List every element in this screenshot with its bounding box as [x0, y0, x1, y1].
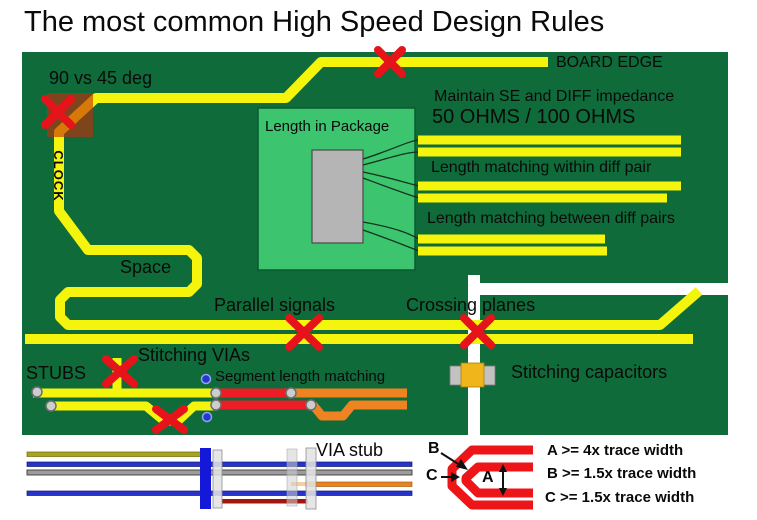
inner-bend-trace	[461, 462, 533, 498]
plane-split-vertical	[468, 275, 480, 435]
length-between-pairs-label: Length matching between diff pairs	[427, 210, 675, 227]
plane-split-horizontal	[468, 283, 728, 295]
stackup-trace-orange	[305, 481, 413, 487]
parallel-signals-label: Parallel signals	[214, 295, 336, 315]
error-x-90deg-corner	[41, 95, 75, 129]
via	[305, 399, 317, 411]
error-x-stub	[102, 355, 138, 388]
stitching-vias-label: Stitching VIAs	[138, 345, 251, 365]
via	[285, 387, 297, 399]
crossing-planes-label: Crossing planes	[406, 295, 536, 315]
bend-label-a: A	[482, 469, 494, 486]
space-label: Space	[120, 257, 172, 277]
via	[45, 400, 57, 412]
via	[210, 387, 222, 399]
via	[31, 386, 43, 398]
bend-label-b: B	[428, 440, 440, 457]
filled-via-blue	[200, 448, 211, 509]
stitching-via	[201, 411, 213, 423]
error-x-board-edge	[374, 46, 406, 78]
error-x-crossing-planes	[460, 314, 495, 349]
pointer-arrow-c	[441, 472, 460, 482]
bond-wire	[362, 221, 420, 240]
impedance-values-label: 50 OHMS / 100 OHMS	[432, 106, 636, 128]
via-barrel-ghost	[286, 448, 298, 507]
stitching-capacitors-label: Stitching capacitors	[511, 362, 668, 382]
capacitor-terminal-right	[482, 365, 496, 386]
via-barrel-2	[305, 447, 317, 510]
stitching-capacitor	[449, 362, 496, 388]
via-barrel-1	[212, 449, 223, 509]
stitching-via	[200, 373, 212, 385]
bond-wires	[362, 139, 420, 252]
slide-title: The most common High Speed Design Rules	[24, 6, 605, 38]
orange-trace-2	[309, 400, 407, 421]
pointer-arrow-b	[440, 452, 468, 470]
diff-pair-traces	[418, 135, 681, 256]
board-edge-label: BOARD EDGE	[556, 54, 663, 71]
stackup-trace-olive	[26, 451, 208, 457]
bond-wire	[362, 177, 420, 199]
bend-rule-a: A >= 4x trace width	[547, 442, 684, 459]
error-x-parallel-signals	[285, 314, 323, 351]
clock-trace	[54, 57, 703, 330]
segment-length-matching-label: Segment length matching	[215, 368, 386, 385]
clock-net-label: CLOCK	[51, 150, 66, 202]
segment-matching-traces	[219, 388, 407, 421]
capacitor-terminal-left	[449, 365, 463, 386]
stubs-label: STUBS	[26, 363, 87, 383]
stitching-vias-dots	[200, 373, 213, 423]
error-x-serpentine	[152, 405, 188, 434]
bond-wire	[362, 171, 420, 187]
length-in-package-label: Length in Package	[265, 118, 390, 135]
capacitor-body	[460, 362, 485, 388]
corner-rule-label: 90 vs 45 deg	[49, 68, 153, 88]
via	[210, 399, 222, 411]
bend-label-c: C	[426, 467, 438, 484]
length-within-pair-label: Length matching within diff pair	[431, 159, 652, 176]
bond-wire	[362, 151, 420, 166]
via-stub-label: VIA stub	[316, 440, 384, 460]
bond-wire	[362, 139, 420, 160]
impedance-rule-label: Maintain SE and DIFF impedance	[434, 88, 675, 105]
stackup-trace-orange-pale	[291, 482, 308, 486]
trace-vias	[31, 386, 317, 412]
stackup-trace-darkred	[222, 499, 308, 504]
layer-stackup	[26, 447, 413, 510]
error-marks	[41, 46, 495, 434]
bend-rule-c: C >= 1.5x trace width	[545, 489, 695, 506]
bend-rule-b: B >= 1.5x trace width	[547, 465, 697, 482]
bend-spacing-diagram	[440, 445, 533, 510]
bond-wire	[362, 229, 420, 252]
dimension-arrow-a	[499, 464, 507, 496]
package-die	[311, 149, 364, 244]
